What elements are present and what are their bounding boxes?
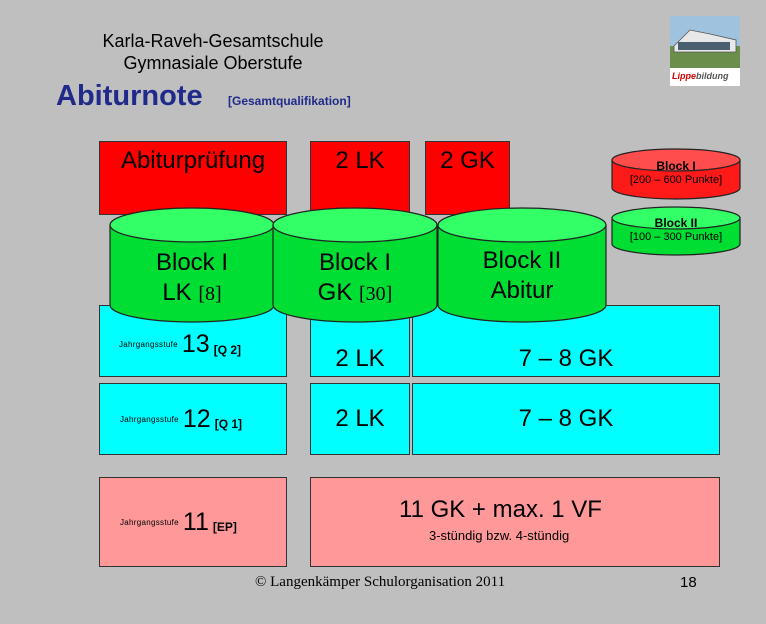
block1-lk-label: Block I LK [8] [110,248,274,309]
block1-gk-tag: [30] [359,283,392,305]
legend-block2-range: [100 – 300 Punkte] [612,230,740,244]
block1-lk-line2: LK [8] [110,278,274,309]
footer-copyright: © Langenkämper Schulorganisation 2011 [255,574,505,591]
legend-block1-title: Block I [612,159,740,173]
block1-lk-line1: Block I [110,248,274,278]
page-number: 18 [680,574,697,591]
legend-block1: Block I [200 – 600 Punkte] [612,159,740,187]
legend-block1-range: [200 – 600 Punkte] [612,173,740,187]
legend-block2-title: Block II [612,216,740,230]
block1-gk-line2: GK [30] [273,278,437,309]
block1-lk-tag: [8] [198,283,221,305]
block1-gk-label: Block I GK [30] [273,248,437,309]
block1-gk-line1: Block I [273,248,437,278]
block2-line2: Abitur [438,276,606,306]
legend-block2: Block II [100 – 300 Punkte] [612,216,740,244]
block2-line1: Block II [438,246,606,276]
block2-label: Block II Abitur [438,246,606,306]
